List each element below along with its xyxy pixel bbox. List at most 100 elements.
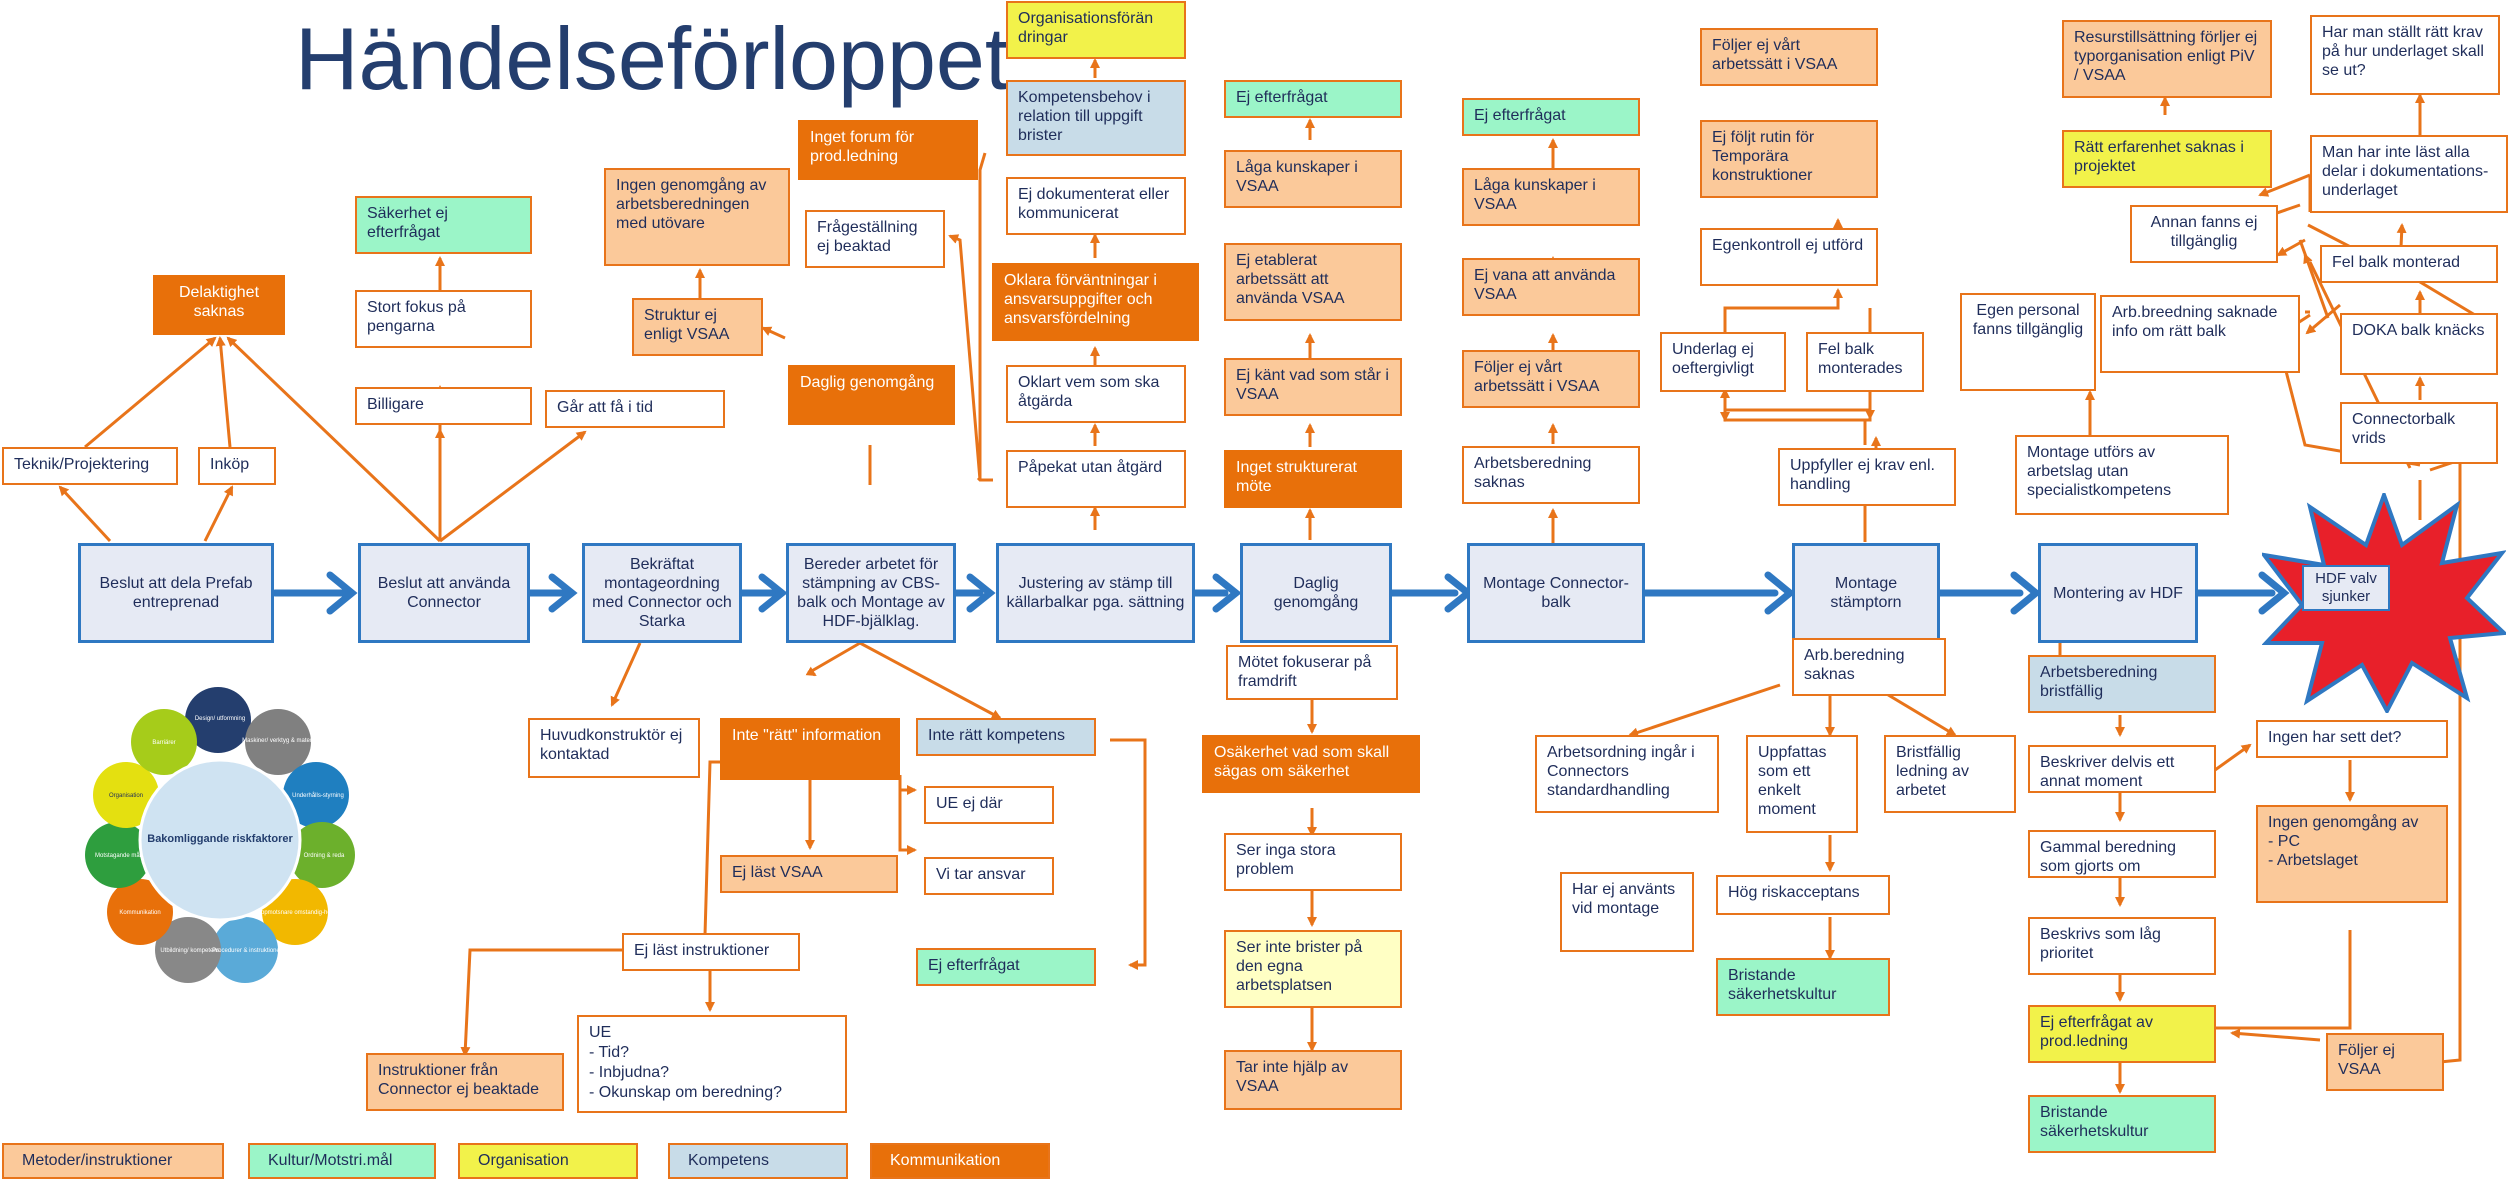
- process-step-prop-tower: Montage stämptorn: [1792, 543, 1940, 643]
- wheel-label: Maskiner/ verktyg & material: [242, 738, 318, 744]
- cause-arrows-lower: [460, 457, 2462, 1094]
- cause-box: Underlag ej oeftergivligt: [1660, 332, 1786, 392]
- cause-box: Tar inte hjälp av VSAA: [1224, 1050, 1402, 1110]
- cause-box: Uppfyller ej krav enl. handling: [1778, 448, 1956, 506]
- wheel-label: Procedurer & instruktioner: [212, 948, 282, 954]
- wheel-label: Design/ utformning: [195, 716, 245, 722]
- cause-box: Gammal beredning som gjorts om: [2028, 830, 2216, 878]
- legend-organisation: Organisation: [458, 1143, 638, 1179]
- cause-box: Vi tar ansvar: [924, 857, 1054, 895]
- cause-box: Inget strukturerat möte: [1224, 450, 1402, 508]
- cause-box: Montage utförs av arbetslag utan special…: [2015, 435, 2229, 515]
- cause-box: Ingen har sett det?: [2256, 720, 2448, 758]
- cause-box: Ser inte brister på den egna arbetsplats…: [1224, 930, 1402, 1008]
- cause-box: Arbetsordning ingår i Connectors standar…: [1535, 735, 1719, 813]
- wheel-segment: [107, 879, 173, 945]
- cause-box: UE ej där: [924, 786, 1054, 824]
- cause-box: Ej vana att använda VSAA: [1462, 258, 1640, 316]
- cause-box: Huvudkonstruktör ej kontaktad: [528, 718, 700, 778]
- cause-box: Ej känt vad som står i VSAA: [1224, 358, 1402, 416]
- cause-box: Oklart vem som ska åtgärda: [1006, 365, 1186, 423]
- cause-box: Ej läst VSAA: [720, 855, 898, 893]
- cause-box: UE - Tid? - Inbjudna? - Okunskap om bere…: [577, 1015, 847, 1113]
- cause-box: Egen personal fanns tillgänglig: [1960, 293, 2096, 391]
- cause-box: Man har inte läst alla delar i dokumenta…: [2310, 135, 2508, 213]
- cause-box: Delaktighet saknas: [153, 275, 285, 335]
- wheel-label: Barriärer: [152, 740, 175, 746]
- process-step-daily-review: Daglig genomgång: [1240, 543, 1392, 643]
- cause-box: Annan fanns ej tillgänglig: [2130, 205, 2278, 263]
- process-step-connector-beam: Montage Connector-balk: [1467, 543, 1645, 643]
- cause-box: Ej läst instruktioner: [622, 933, 800, 971]
- cause-box: Ej efterfrågat: [916, 948, 1096, 986]
- cause-box: Följer ej VSAA: [2326, 1033, 2444, 1091]
- cause-box: Connectorbalk vrids: [2340, 402, 2498, 464]
- risk-factor-wheel: Design/ utformning Maskiner/ verktyg & m…: [85, 687, 355, 983]
- cause-box: Ej efterfrågat: [1462, 98, 1640, 136]
- process-step-adjust-props: Justering av stämp till källarbalkar pga…: [996, 543, 1195, 643]
- wheel-segment: [185, 687, 251, 753]
- cause-box: Ej etablerat arbetssätt att använda VSAA: [1224, 243, 1402, 321]
- cause-box: Låga kunskaper i VSAA: [1462, 168, 1640, 226]
- cause-box: DOKA balk knäcks: [2340, 313, 2498, 375]
- wheel-segments: [85, 687, 355, 983]
- cause-box: Har man ställt rätt krav på hur underlag…: [2310, 15, 2500, 95]
- wheel-label: Organisation: [109, 793, 143, 799]
- cause-box: Hög riskacceptans: [1716, 875, 1890, 915]
- cause-box: Uppfattas som ett enkelt moment: [1746, 735, 1858, 833]
- cause-box: Bristfällig ledning av arbetet: [1884, 735, 2016, 813]
- cause-box: Påpekat utan åtgärd: [1006, 450, 1186, 508]
- wheel-label: Kommunikation: [119, 910, 160, 916]
- wheel-segment: [155, 917, 221, 983]
- process-step-prepare-work: Bereder arbetet för stämpning av CBS-bal…: [786, 543, 956, 643]
- process-step-decision-connector: Beslut att använda Connector: [358, 543, 530, 643]
- cause-box: Inget forum för prod.ledning: [798, 120, 978, 180]
- cause-box: Struktur ej enligt VSAA: [632, 298, 763, 356]
- cause-box: Ingen genomgång av - PC - Arbetslaget: [2256, 805, 2448, 903]
- cause-box: Inte "rätt" information: [720, 718, 900, 780]
- cause-box: Kompetensbehov i relation till uppgift b…: [1006, 80, 1186, 156]
- cause-box: Instruktioner från Connector ej beaktade: [366, 1053, 564, 1111]
- process-hdf-sinks: HDF valv sjunker: [2302, 565, 2390, 611]
- cause-box: Låga kunskaper i VSAA: [1224, 150, 1402, 208]
- cause-box: Ingen genomgång av arbetsberedningen med…: [604, 168, 790, 266]
- cause-box: Har ej använts vid montage: [1560, 872, 1694, 952]
- process-step-decision-prefab: Beslut att dela Prefab entreprenad: [78, 543, 274, 643]
- legend-competence: Kompetens: [668, 1143, 848, 1179]
- cause-box: Beskrivs som låg prioritet: [2028, 917, 2216, 975]
- wheel-label: Ordning & reda: [304, 853, 345, 859]
- wheel-label: Utbildning/ kompetens: [160, 948, 219, 954]
- legend-communication: Kommunikation: [870, 1143, 1050, 1179]
- process-step-confirmed-order: Bekräftat montageordning med Connector o…: [582, 543, 742, 643]
- process-step-hdf-mounting: Montering av HDF: [2038, 543, 2198, 643]
- cause-box: Arb.beredning saknas: [1792, 638, 1946, 696]
- wheel-segment: [245, 709, 311, 775]
- wheel-segment: [283, 762, 349, 828]
- cause-box: Teknik/Projektering: [2, 447, 178, 485]
- cause-box: Oklara förväntningar i ansvarsuppgifter …: [992, 263, 1199, 341]
- cause-box: Billigare: [355, 387, 532, 425]
- cause-box: Fel balk monterad: [2320, 245, 2498, 283]
- cause-box: Arb.breedning saknade info om rätt balk: [2100, 295, 2300, 373]
- cause-box: Fel balk monterades: [1806, 332, 1924, 392]
- wheel-segment: [289, 822, 355, 888]
- cause-box: Resurstillsättning förljer ej typorganis…: [2062, 20, 2272, 98]
- cause-box: Organisationsförän dringar: [1006, 1, 1186, 59]
- cause-box: Mötet fokuserar på framdrift: [1226, 645, 1398, 700]
- cause-box: Arbetsberedning bristfällig: [2028, 655, 2216, 713]
- cause-box: Bristande säkerhetskultur: [2028, 1095, 2216, 1153]
- cause-box: Arbetsberedning saknas: [1462, 446, 1640, 504]
- cause-box: Inköp: [198, 447, 276, 485]
- cause-box: Går att få i tid: [545, 390, 725, 428]
- cause-box: Ej efterfrågat av prod.ledning: [2028, 1005, 2216, 1063]
- cause-box: Följer ej vårt arbetssätt i VSAA: [1700, 28, 1878, 86]
- wheel-segment: [131, 709, 197, 775]
- cause-box: Beskriver delvis ett annat moment: [2028, 745, 2216, 793]
- cause-box: Ej efterfrågat: [1224, 80, 1402, 118]
- cause-box: Bristande säkerhetskultur: [1716, 958, 1890, 1016]
- cause-box: Frågeställning ej beaktad: [805, 210, 945, 268]
- wheel-label: Motstagande mål: [95, 852, 141, 859]
- page-title: Händelseförloppet: [295, 9, 1010, 108]
- wheel-label: Oppmotsnare omstandig-heter: [256, 910, 337, 916]
